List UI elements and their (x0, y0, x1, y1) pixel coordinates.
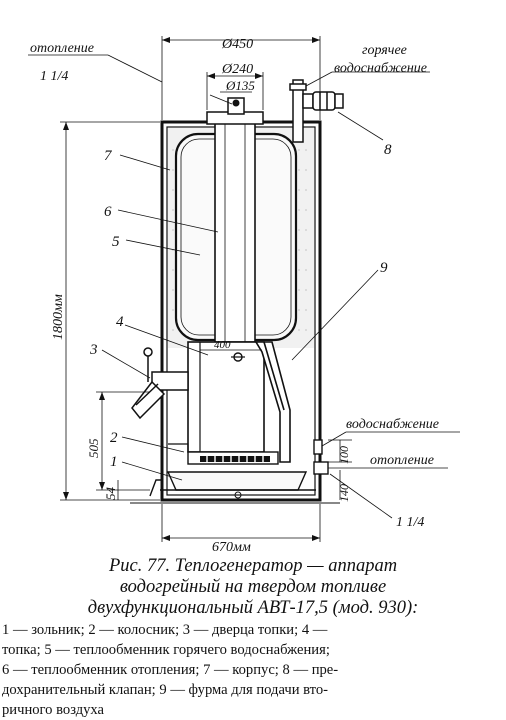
dim-d450: Ø450 (221, 37, 253, 52)
dim-400: 400 (214, 339, 231, 351)
caption-line-2: водогрейный на твердом топливе (119, 577, 387, 597)
label-heating-top: отопление (30, 41, 94, 56)
firebox (187, 341, 265, 453)
grate-and-ashpan (149, 443, 316, 499)
part-number-1: 1 (110, 454, 118, 470)
legend-line-3: 6 — теплообменник отопления; 7 — корпус;… (2, 662, 339, 678)
part-number-7: 7 (104, 148, 113, 164)
dim-100: 100 (337, 446, 351, 464)
boiler-diagram: отопление 1 1/4 горячее водоснабжение во… (28, 36, 460, 555)
label-heating-bottom: отопление (370, 453, 434, 468)
legend-line-1: 1 — зольник; 2 — колосник; 3 — дверца то… (2, 622, 328, 638)
legend-line-5: ричного воздуха (2, 702, 105, 718)
dim-d240: Ø240 (221, 62, 253, 77)
dim-1800: 1800мм (51, 294, 66, 340)
firebox-door (131, 347, 189, 420)
dimension-lines (28, 36, 460, 542)
secondary-air-tuyere (254, 341, 291, 463)
dim-670: 670мм (212, 540, 251, 555)
part-number-3: 3 (89, 342, 98, 358)
part-number-6: 6 (104, 204, 112, 220)
label-heating-top-size: 1 1/4 (40, 69, 68, 84)
caption-line-3: двухфункциональный АВТ-17,5 (мод. 930): (87, 598, 419, 618)
dim-d135: Ø135 (225, 78, 255, 93)
safety-valve (289, 79, 344, 143)
label-hot-water-2: водоснабжение (334, 61, 427, 76)
legend-line-2: топка; 5 — теплообменник горячего водосн… (2, 642, 330, 658)
legend-line-4: дохранительный клапан; 9 — фурма для под… (2, 682, 329, 698)
part-number-2: 2 (110, 430, 118, 446)
caption-line-1: Рис. 77. Теплогенератор — аппарат (108, 556, 398, 576)
label-heating-bottom-size: 1 1/4 (396, 515, 424, 530)
dim-505: 505 (86, 438, 101, 458)
dim-140: 140 (337, 484, 351, 502)
figure-legend: 1 — зольник; 2 — колосник; 3 — дверца то… (2, 620, 504, 720)
dimension-arrows (63, 37, 320, 541)
heating-heat-exchanger (206, 94, 264, 343)
dim-54: 54 (103, 487, 118, 501)
part-number-5: 5 (112, 234, 120, 250)
label-water-supply: водоснабжение (346, 417, 439, 432)
part-number-9: 9 (380, 260, 388, 276)
part-number-4: 4 (116, 314, 124, 330)
label-hot-water-1: горячее (362, 43, 407, 58)
figure-caption: Рис. 77. Теплогенератор — аппарат водогр… (0, 556, 506, 619)
part-number-8: 8 (384, 142, 392, 158)
